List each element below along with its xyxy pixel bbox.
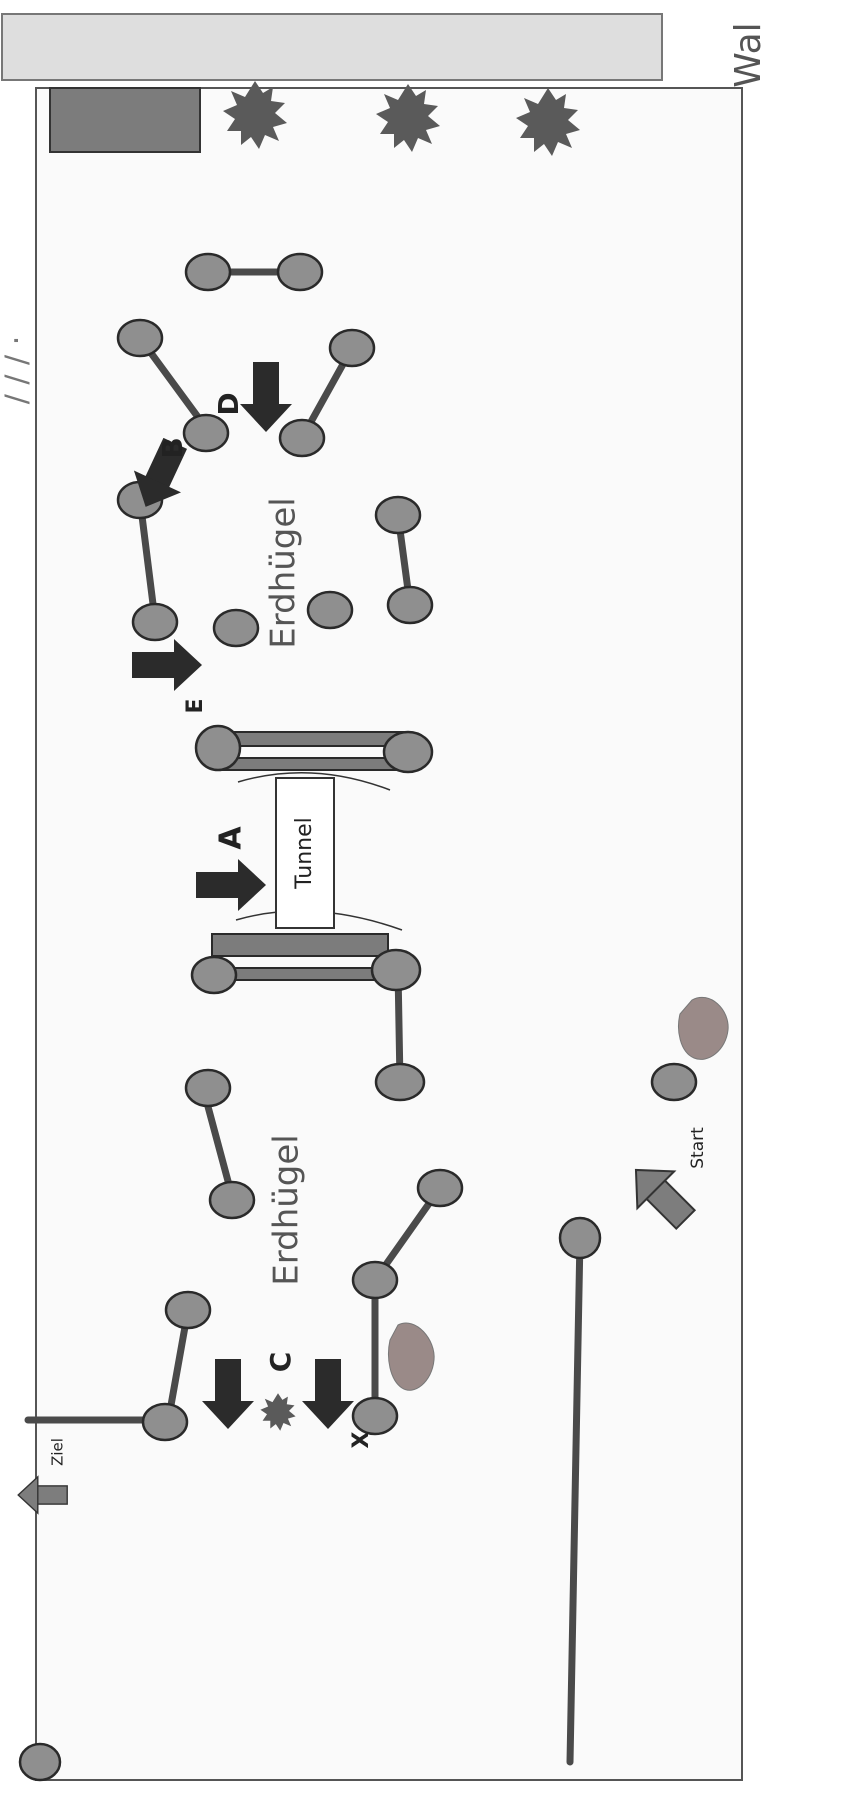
post [141,1402,189,1442]
post [194,724,242,772]
marker-d: D [212,392,245,415]
posts [18,252,698,1782]
marker-x: X [349,1431,374,1448]
post [351,1396,399,1436]
bar [566,1234,584,1766]
rock-icon [678,996,729,1060]
rock-icon [388,1322,435,1391]
post [276,252,324,292]
post [164,1290,212,1330]
bar [136,496,159,624]
start-label: Start [688,1127,708,1169]
post [184,1068,232,1108]
post [116,318,164,358]
marker-c: C [264,1352,297,1373]
post [382,730,434,774]
post [374,495,422,535]
post [278,418,326,458]
post [650,1062,698,1102]
jump-left [211,933,403,981]
jump-rail [215,731,411,747]
jump-rail [211,933,389,957]
ziel-label: Ziel [49,1438,67,1466]
post [182,413,230,453]
forest-label: Wal [728,22,769,87]
jump-rail [217,757,409,771]
post [374,1062,426,1102]
erdhuegel-label-top: Erdhügel [264,497,304,649]
tunnel-label: Tunnel [292,817,317,890]
post [190,955,238,995]
forest-band [1,13,663,81]
erdhuegel-label-bottom: Erdhügel [267,1134,307,1286]
post [328,328,376,368]
post [558,1216,602,1260]
tunnel [275,777,335,929]
post [386,585,434,625]
marker-a: A [214,826,249,850]
storage-box [49,87,201,153]
tunnel-arc [237,772,391,791]
post [416,1168,464,1208]
fragment-label: / / / · [0,336,35,404]
post [208,1180,256,1220]
marker-b: B [156,437,189,458]
post [351,1260,399,1300]
post [306,590,354,630]
marker-e: E [183,698,208,713]
post [370,948,422,992]
post [18,1742,62,1782]
post [212,608,260,648]
post [184,252,232,292]
post [131,602,179,642]
